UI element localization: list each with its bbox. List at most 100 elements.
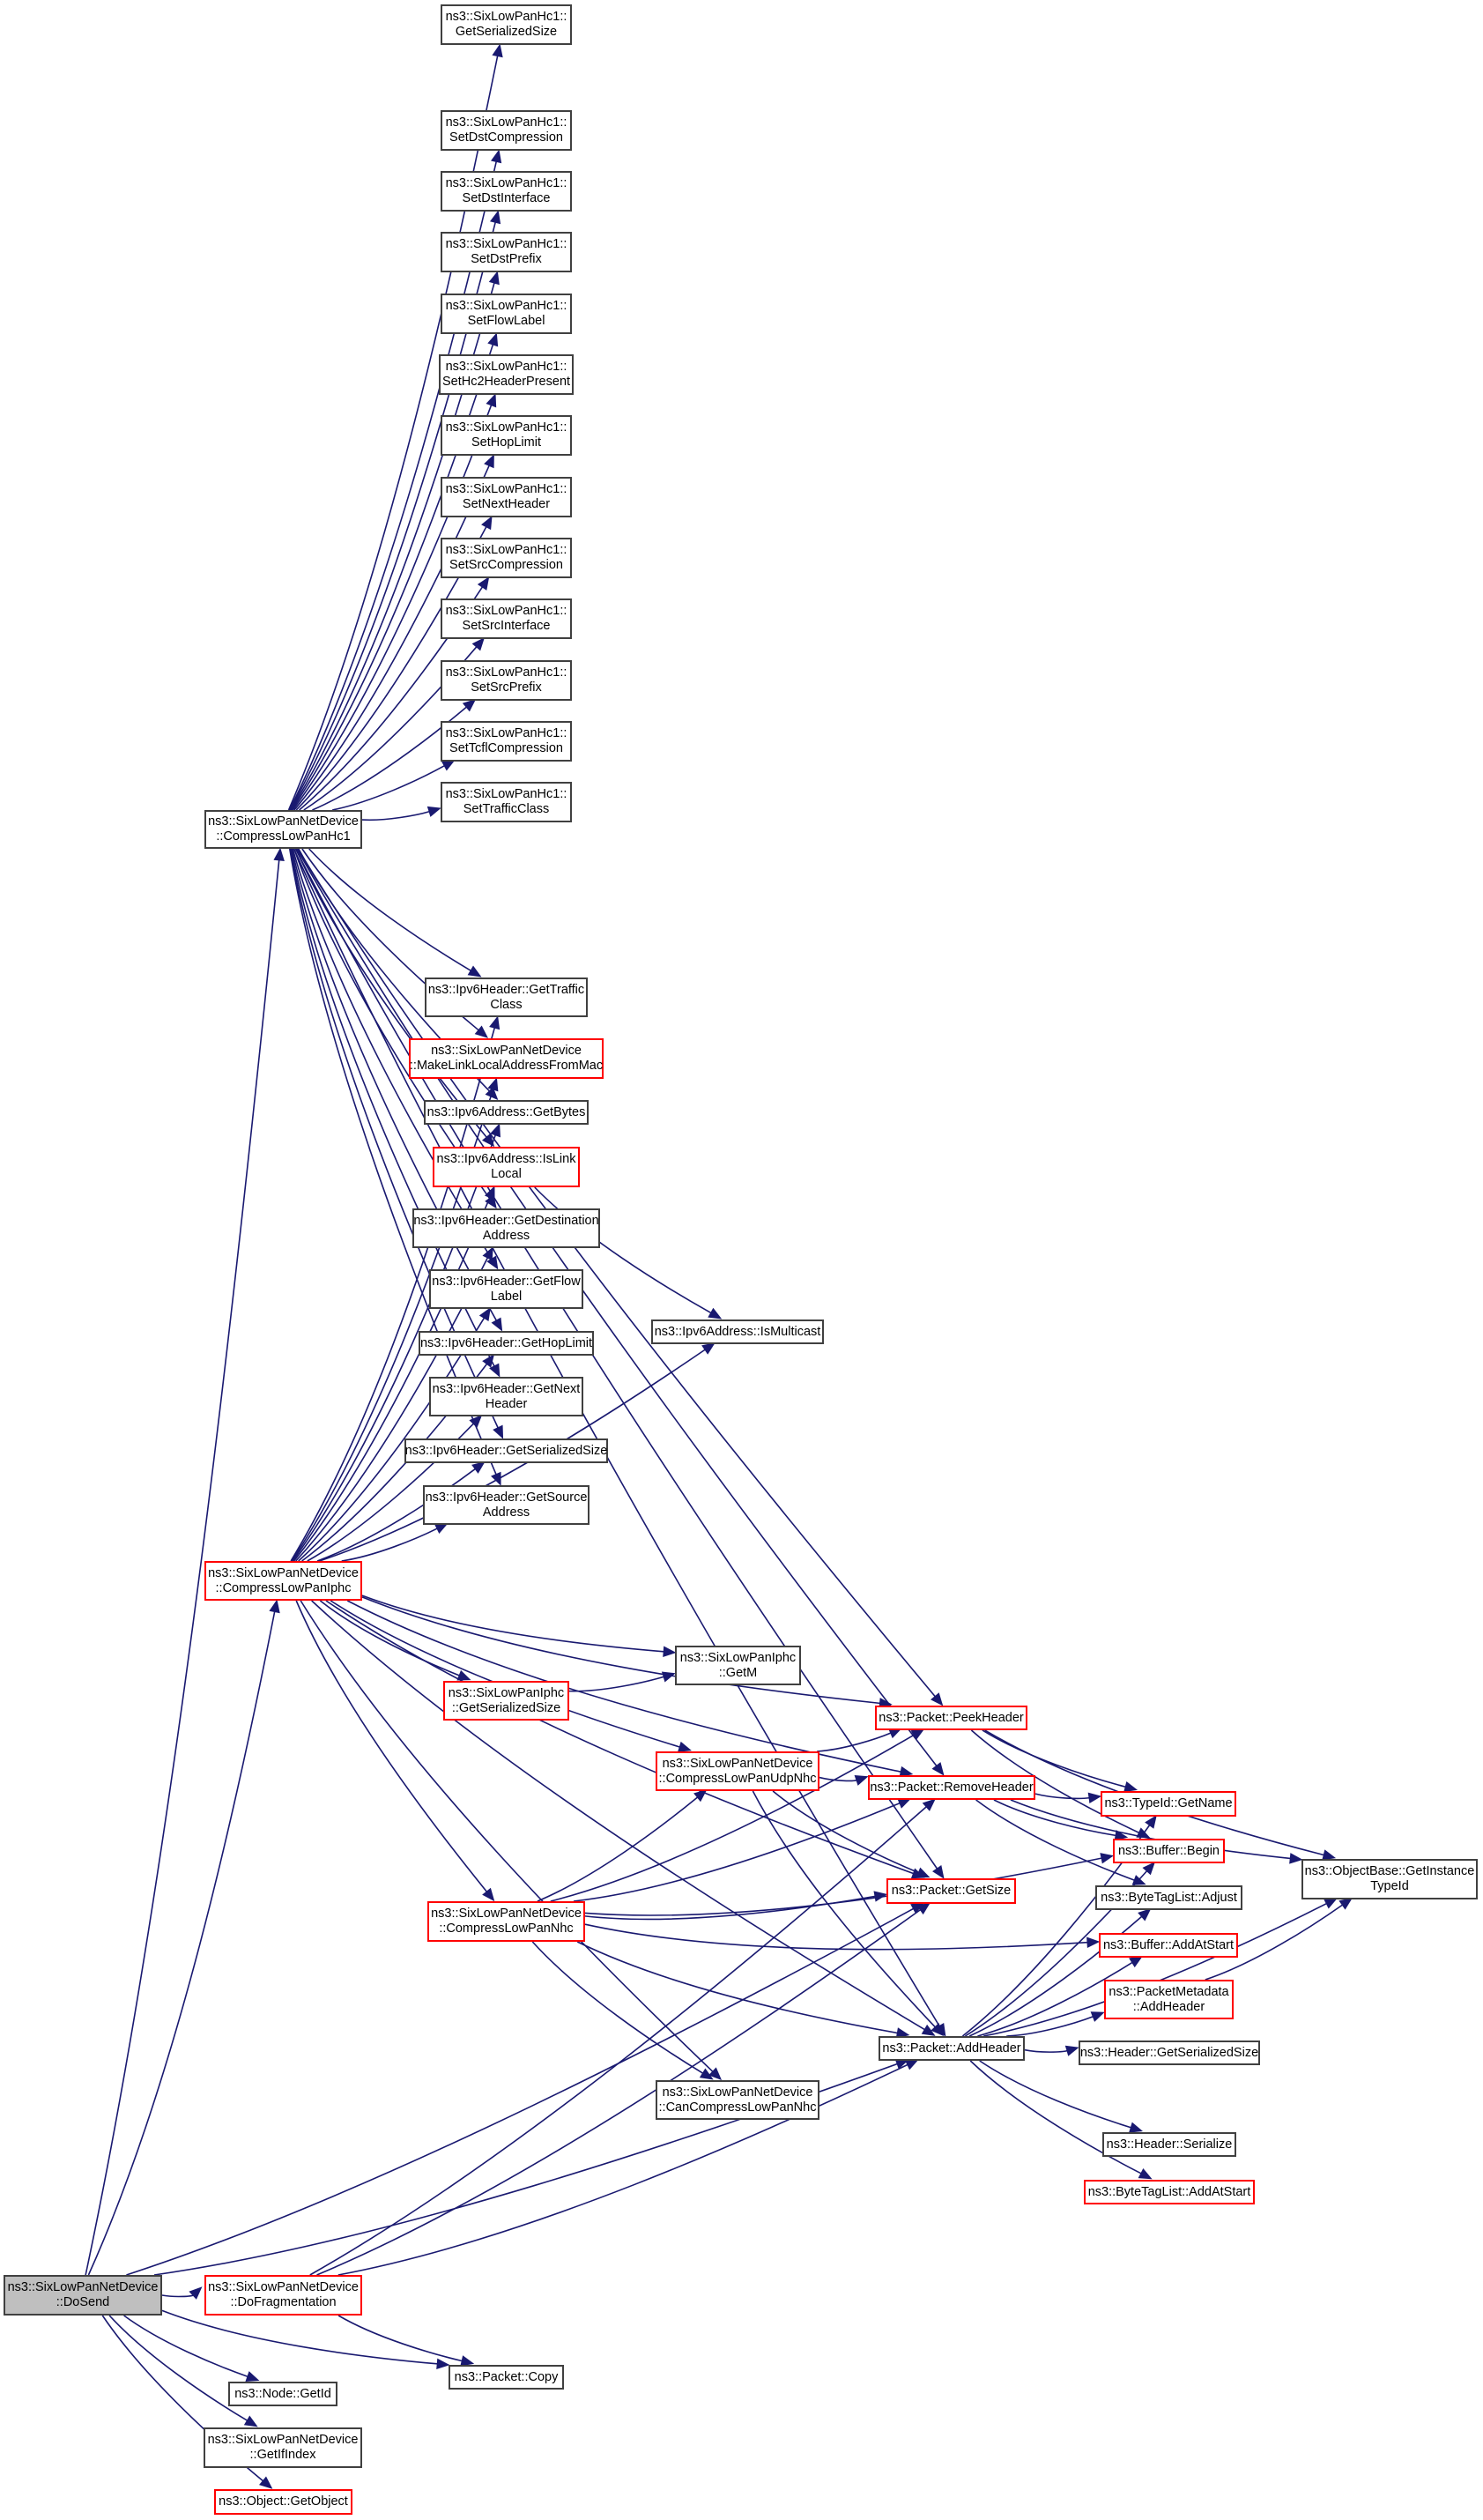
arrowhead-icon <box>436 2358 450 2370</box>
node-hc1-getser[interactable]: ns3::SixLowPanHc1::GetSerializedSize <box>441 4 572 45</box>
edge-iphc-to-ip6_getsrc <box>341 1528 438 1562</box>
arrowhead-icon <box>273 847 285 861</box>
node-getid[interactable]: ns3::Node::GetId <box>228 2382 337 2406</box>
arrowhead-icon <box>467 965 482 978</box>
node-dofrag[interactable]: ns3::SixLowPanNetDevice::DoFragmentation <box>204 2275 362 2316</box>
node-dosend: ns3::SixLowPanNetDevice::DoSend <box>4 2275 162 2316</box>
node-hc1-settraffic[interactable]: ns3::SixLowPanHc1::SetTrafficClass <box>441 782 572 822</box>
edge-addheader-to-pmeta_addheader <box>1006 2016 1094 2037</box>
node-iphc-getser[interactable]: ns3::SixLowPanIphc::GetSerializedSize <box>443 1681 569 1721</box>
node-ip6-getser[interactable]: ns3::Ipv6Header::GetSerializedSize <box>404 1438 608 1463</box>
node-buffer-begin[interactable]: ns3::Buffer::Begin <box>1113 1839 1225 1863</box>
edge-pmeta_addheader-to-getinstancetypeid <box>1205 1904 1343 1981</box>
node-hc1[interactable]: ns3::SixLowPanNetDevice::CompressLowPanH… <box>204 810 362 849</box>
arrowhead-icon <box>701 1342 716 1355</box>
node-makelinklocal[interactable]: ns3::SixLowPanNetDevice::MakeLinkLocalAd… <box>409 1038 604 1079</box>
node-hc1-setnext[interactable]: ns3::SixLowPanHc1::SetNextHeader <box>441 477 572 517</box>
arrowhead-icon <box>482 1246 493 1261</box>
node-hc1-setsrcprefix[interactable]: ns3::SixLowPanHc1::SetSrcPrefix <box>441 660 572 701</box>
node-buffer-addatstart[interactable]: ns3::Buffer::AddAtStart <box>1099 1933 1238 1958</box>
edge-dosend-to-iphc <box>87 1611 276 2276</box>
node-getobject[interactable]: ns3::Object::GetObject <box>214 2489 352 2515</box>
node-label-line: ::CompressLowPanNhc <box>439 1922 574 1936</box>
edge-hc1-to-ip6_gettraffic <box>308 848 471 971</box>
node-hc1-setdstif[interactable]: ns3::SixLowPanHc1::SetDstInterface <box>441 171 572 212</box>
node-label-line: ::AddHeader <box>1132 1999 1205 2014</box>
node-copy[interactable]: ns3::Packet::Copy <box>449 2365 564 2390</box>
edge-hc1-to-hc1_settraffic <box>361 810 430 821</box>
arrowhead-icon <box>661 1671 676 1683</box>
node-header-getser[interactable]: ns3::Header::GetSerializedSize <box>1079 2041 1260 2065</box>
node-btl-addatstart[interactable]: ns3::ByteTagList::AddAtStart <box>1084 2180 1255 2204</box>
node-getsize[interactable]: ns3::Packet::GetSize <box>886 1878 1016 1904</box>
edge-iphc-to-removeheader <box>346 1600 901 1773</box>
arrowhead-icon <box>897 1798 912 1809</box>
edge-iphc-to-iphc_getser <box>319 1600 460 1676</box>
node-label-line: ns3::SixLowPanNetDevice <box>208 1565 359 1580</box>
arrowhead-icon <box>491 149 502 164</box>
node-label-line: GetSerializedSize <box>455 25 558 39</box>
edge-hc1-to-addheader <box>293 848 940 2027</box>
node-header-serialize[interactable]: ns3::Header::Serialize <box>1102 2132 1236 2157</box>
node-label-line: SetHc2HeaderPresent <box>441 375 571 389</box>
node-peekheader[interactable]: ns3::Packet::PeekHeader <box>875 1706 1027 1730</box>
node-removeheader[interactable]: ns3::Packet::RemoveHeader <box>868 1775 1035 1800</box>
node-typeid-getname[interactable]: ns3::TypeId::GetName <box>1101 1791 1236 1817</box>
arrowhead-icon <box>477 576 490 591</box>
node-label-line: ::GetSerializedSize <box>451 1700 561 1715</box>
node-ip6addr-getbytes[interactable]: ns3::Ipv6Address::GetBytes <box>424 1100 589 1125</box>
arrowhead-icon <box>1138 1908 1152 1922</box>
edge-nhc-to-udpnhc <box>537 1796 698 1902</box>
node-ip6addr-ismulticast[interactable]: ns3::Ipv6Address::IsMulticast <box>651 1319 824 1344</box>
node-nhc[interactable]: ns3::SixLowPanNetDevice::CompressLowPanN… <box>427 1901 585 1942</box>
node-iphc[interactable]: ns3::SixLowPanNetDevice::CompressLowPanI… <box>204 1561 362 1601</box>
node-hc1-setflow[interactable]: ns3::SixLowPanHc1::SetFlowLabel <box>441 294 572 334</box>
node-hc1-settcfl[interactable]: ns3::SixLowPanHc1::SetTcflCompression <box>441 721 572 762</box>
node-hc1-setdstcomp[interactable]: ns3::SixLowPanHc1::SetDstCompression <box>441 110 572 151</box>
arrowhead-icon <box>482 1354 495 1368</box>
edge-dosend-to-copy <box>161 2309 438 2365</box>
edge-peekheader-to-typeid_getname <box>982 1729 1126 1788</box>
node-label-line: Header <box>485 1396 528 1411</box>
node-hc1-sethop[interactable]: ns3::SixLowPanHc1::SetHopLimit <box>441 415 572 456</box>
node-label-line: ns3::Ipv6Header::GetFlow <box>432 1274 581 1289</box>
arrowhead-icon <box>471 1461 486 1474</box>
node-pmeta-addheader[interactable]: ns3::PacketMetadata::AddHeader <box>1104 1980 1234 2019</box>
node-label-line: ns3::SixLowPanHc1:: <box>445 665 567 680</box>
node-hc1-setsrccomp[interactable]: ns3::SixLowPanHc1::SetSrcCompression <box>441 538 572 578</box>
arrowhead-icon <box>486 393 497 408</box>
edge-hc1-to-hc1_settcfl <box>332 765 445 811</box>
arrowhead-icon <box>462 699 477 712</box>
node-hc1-sethc2[interactable]: ns3::SixLowPanHc1::SetHc2HeaderPresent <box>439 354 574 395</box>
node-addheader[interactable]: ns3::Packet::AddHeader <box>879 2036 1025 2061</box>
node-ip6-gethop[interactable]: ns3::Ipv6Header::GetHopLimit <box>419 1331 594 1356</box>
node-btl-adjust[interactable]: ns3::ByteTagList::Adjust <box>1095 1885 1242 1910</box>
edge-iphc-to-nhc <box>295 1600 487 1892</box>
node-label-line: ns3::SixLowPanHc1:: <box>445 237 567 251</box>
edge-dofrag-to-removeheader <box>309 1806 927 2276</box>
node-cancompnhc[interactable]: ns3::SixLowPanNetDevice::CanCompressLowP… <box>656 2080 819 2120</box>
node-label-line: Class <box>490 997 523 1012</box>
node-iphc-getm[interactable]: ns3::SixLowPanIphc::GetM <box>675 1646 801 1685</box>
arrowhead-icon <box>1064 2045 1079 2056</box>
node-label-line: ns3::Packet::PeekHeader <box>879 1710 1024 1725</box>
node-hc1-setdstprefix[interactable]: ns3::SixLowPanHc1::SetDstPrefix <box>441 232 572 272</box>
node-label-line: ns3::SixLowPanNetDevice <box>662 1756 813 1771</box>
node-label-line: ns3::Ipv6Header::GetNext <box>432 1381 581 1396</box>
node-label-line: Local <box>491 1167 522 1181</box>
arrowhead-icon <box>484 454 494 469</box>
node-label-line: ns3::SixLowPanNetDevice <box>208 2280 359 2294</box>
node-getifindex[interactable]: ns3::SixLowPanNetDevice::GetIfIndex <box>204 2427 362 2468</box>
edge-hc1-to-getsize <box>294 848 938 1870</box>
edge-dofrag-to-getsize <box>316 1909 921 2276</box>
node-hc1-setsrcif[interactable]: ns3::SixLowPanHc1::SetSrcInterface <box>441 598 572 639</box>
node-udpnhc[interactable]: ns3::SixLowPanNetDevice::CompressLowPanU… <box>656 1751 819 1791</box>
node-label-line: Label <box>490 1289 523 1304</box>
